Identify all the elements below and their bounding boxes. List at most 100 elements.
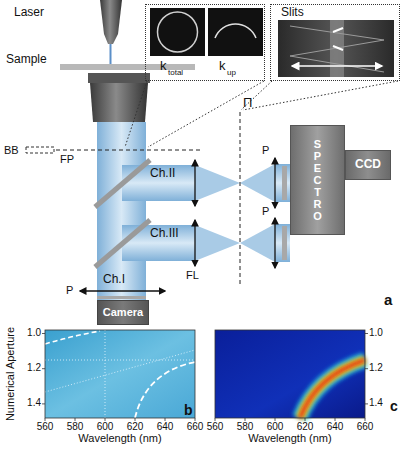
laser-head [100,0,122,64]
plot-b [45,330,195,418]
beam-splitter [95,160,150,267]
part-label: Laser [14,6,44,20]
image-plane-line [240,112,241,285]
beam-splitter [95,220,150,267]
leader-line [125,81,398,147]
focal-plane-line [56,150,200,151]
k-space-image [158,12,198,52]
tick-label: 660 [357,421,374,433]
slit-image [278,20,394,77]
lens [194,220,195,266]
plot-b [45,350,195,392]
tick-label: 600 [97,421,114,433]
part-label: Π [243,96,252,111]
tick-label: 1.2 [369,362,383,374]
tick-mark [215,418,216,421]
plot-c [300,360,365,418]
beam [97,122,290,300]
tick-mark [42,333,45,334]
lens [274,158,275,208]
plot-c [300,360,365,418]
leader-line [243,81,398,110]
tick-label: 560 [207,421,224,433]
node-label: CCD [355,158,381,172]
image-plane-line [240,112,241,285]
laser-head [100,0,122,44]
leader-line [148,81,264,147]
slit-image [278,20,394,77]
tick-mark [42,334,368,422]
beam [97,122,146,300]
axis-title: Wavelength (nm) [78,432,161,445]
k-space-image [215,24,256,38]
part-label: P [262,144,269,157]
slit-image [330,20,344,77]
tick-mark [365,418,366,421]
tick-mark [42,403,45,404]
beam-splitter [95,160,150,207]
polarizer [282,226,287,260]
tick-label: 580 [67,421,84,433]
objective [88,73,150,83]
panel-letter: b [184,402,193,418]
axis-title: Numerical Aperture [4,327,17,421]
beam [195,225,240,261]
lens [194,160,195,206]
node-label: Slits [281,6,304,20]
leader-line [125,81,147,147]
k-space-image [150,8,205,56]
part-label: FP [60,153,74,166]
slit-image [333,28,343,32]
tick-mark [135,418,136,421]
polarizer [97,296,146,299]
part-label: BB [4,144,19,157]
beam [275,224,290,262]
tick-label: 1.0 [369,327,383,339]
tick-label: 560 [37,421,54,433]
channel-label: Ch.II [150,167,175,181]
detector-box: CCD [345,150,391,180]
polarizer [282,166,287,200]
spectrometer-box: SPECTRO [290,125,345,235]
leader-line [241,81,272,110]
node-label: SPECTRO [312,138,323,223]
lens [274,218,275,268]
tick-label: 600 [267,421,284,433]
part-label: FL [186,269,199,282]
beam [240,164,275,202]
plot-c [215,330,365,418]
plot-c [215,330,365,418]
tick-label: 1.0 [27,327,41,339]
tick-mark [365,368,368,369]
plot-c [300,360,365,418]
panel-letter: a [384,291,392,308]
plot-b [135,362,195,418]
tick-mark [45,418,46,421]
tick-mark [365,403,368,404]
node-label: Camera [103,306,143,319]
lens [80,290,165,291]
panel-letter: c [390,398,398,414]
plot-b [45,360,195,361]
plot-b [45,330,195,418]
part-label: Sample [6,53,47,67]
inset-box: ktotalkup [145,4,265,81]
focal-plane-line [56,150,200,151]
tick-mark [42,368,45,369]
tick-mark [245,418,246,421]
tick-mark [75,418,76,421]
tick-label: 580 [237,421,254,433]
camera-box: Camera [97,300,149,325]
beam [122,225,195,261]
beam [122,165,195,201]
tick-mark [105,418,106,421]
beam [240,224,275,262]
tick-mark [275,418,276,421]
objective [90,83,148,122]
polarizer [97,166,287,299]
k-space-image [150,8,263,56]
tick-mark [195,418,196,421]
slit-image [292,65,382,67]
k-space-image [208,8,263,56]
